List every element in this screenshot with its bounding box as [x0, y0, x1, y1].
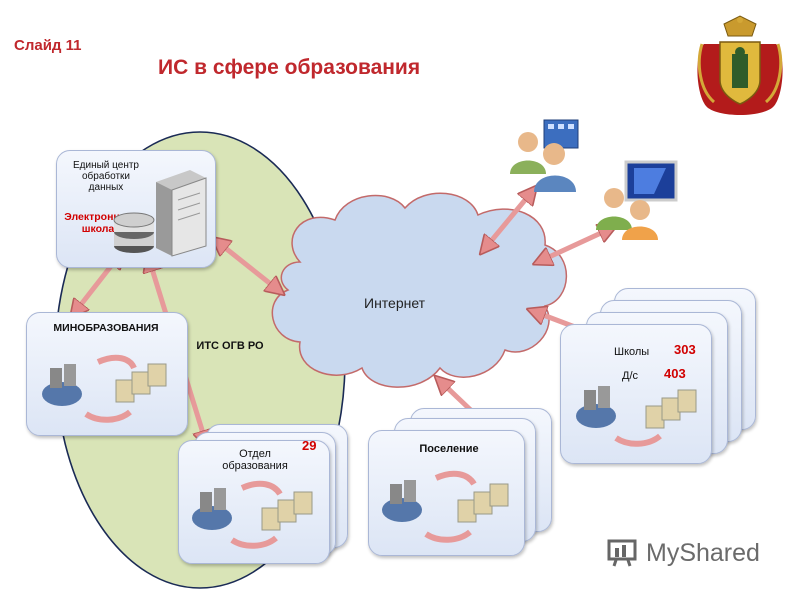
- arrow-center-internet: [214, 239, 282, 293]
- schools-count: 303: [674, 342, 696, 357]
- kindergartens-count: 403: [664, 366, 686, 381]
- education-dept-label: Отдел образования: [222, 448, 288, 472]
- database-icon: [113, 212, 155, 253]
- watermark-text: MyShared: [646, 539, 760, 567]
- ministry-label: МИНОБРАЗОВАНИЯ: [53, 322, 159, 334]
- internet-cloud: [271, 192, 568, 388]
- users-building-icon[interactable]: [506, 116, 586, 194]
- workstation-icon: [576, 386, 697, 447]
- workstation-icon: [382, 470, 509, 543]
- education-dept-count: 29: [302, 438, 317, 453]
- server-icon: [156, 170, 207, 257]
- coat-of-arms-icon: [697, 15, 783, 115]
- slide-number: Слайд 11: [14, 37, 82, 54]
- data-center-label: Единый центр обработки данных: [72, 160, 139, 193]
- workstation-icon: [42, 354, 167, 423]
- myshared-logo-icon: [607, 539, 637, 567]
- schools-label: Школы: [614, 346, 650, 358]
- kindergartens-label: Д/с: [622, 370, 639, 382]
- users-computer-icon[interactable]: [594, 160, 680, 242]
- workstation-icon: [192, 480, 313, 549]
- slide-title: ИС в сфере образования: [158, 56, 421, 79]
- settlement-label: Поселение: [419, 443, 479, 455]
- arrow-users-internet: [482, 188, 535, 252]
- arrow-computer-internet: [536, 227, 614, 263]
- internet-label: Интернет: [364, 295, 426, 311]
- network-zone-label: ИТС ОГВ РО: [196, 340, 264, 352]
